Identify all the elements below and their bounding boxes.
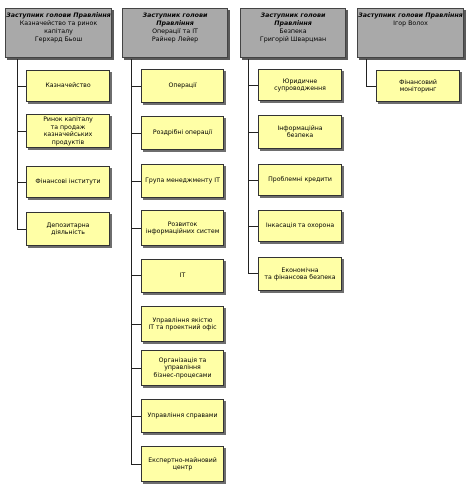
connector-security-1 [248,85,258,86]
connector-operations-7 [131,368,141,369]
head-treasury-person: Герхард Бьош [34,36,83,43]
box-collection-guard: Інкасація та охорона [258,210,342,242]
box-property-center: Експертно-майновий центр [141,446,224,482]
connector-security [248,59,249,273]
connector-monitoring-1 [366,86,376,87]
head-security-unit: Безпека [279,28,307,35]
box-operations: Операції [141,69,224,103]
connector-operations [131,59,132,464]
connector-operations-6 [131,324,141,325]
connector-operations-4 [131,228,141,229]
box-retail-operations: Роздрібні операції [141,116,224,150]
connector-operations-3 [131,181,141,182]
connector-security-4 [248,226,258,227]
head-operations-person: Райнер Лейер [151,36,199,43]
connector-operations-1 [131,86,141,87]
box-financial-monitoring: Фінансовий моніторинг [376,70,460,102]
connector-security-3 [248,180,258,181]
head-operations: Заступник голови Правління Операції та І… [122,8,228,58]
connector-security-2 [248,132,258,133]
connector-monitoring [366,59,367,86]
head-treasury-unit: Казначейство та ринок капіталу [19,20,98,35]
head-operations-unit: Операції та ІТ [152,28,198,35]
box-problem-loans: Проблемні кредити [258,164,342,196]
connector-security-5 [248,273,258,274]
head-monitoring-person: Ігор Волох [393,20,428,27]
connector-operations-9 [131,464,141,465]
box-business-processes: Організація та управління бізнес-процеса… [141,350,224,386]
head-treasury-role: Заступник голови Правління [6,12,111,19]
connector-operations-5 [131,275,141,276]
connector-treasury-4 [17,229,26,230]
box-is-development: Розвиток інформаційних систем [141,210,224,246]
connector-operations-2 [131,133,141,134]
box-legal-support: Юридичне супроводження [258,69,342,101]
head-security: Заступник голови Правління Безпека Григо… [240,8,346,58]
head-security-role: Заступник голови Правління [260,12,326,27]
head-monitoring-role: Заступник голови Правління [358,12,463,19]
head-monitoring: Заступник голови Правління Ігор Волох [357,8,464,58]
head-operations-role: Заступник голови Правління [142,12,208,27]
connector-treasury-1 [17,86,26,87]
connector-operations-8 [131,416,141,417]
box-financial-institutions: Фінансові інститути [26,166,110,198]
box-it-quality: Управління якістю ІТ та проектний офіс [141,306,224,342]
connector-treasury-3 [17,182,26,183]
box-depository: Депозитарна діяльність [26,212,110,246]
box-office-management: Управління справами [141,399,224,433]
box-capital-market: Ринок капіталу та продаж казначейських п… [26,114,110,148]
box-information-security: Інформаційна безпека [258,115,342,149]
box-it: ІТ [141,259,224,293]
box-economic-security: Економічна та фінансова безпека [258,257,342,291]
head-security-person: Григорій Шварцман [259,36,327,43]
head-treasury: Заступник голови Правління Казначейство … [5,8,112,58]
connector-treasury-2 [17,131,26,132]
box-treasury: Казначейство [26,70,110,102]
connector-treasury [17,59,18,229]
box-it-management: Група менеджменту ІТ [141,164,224,198]
